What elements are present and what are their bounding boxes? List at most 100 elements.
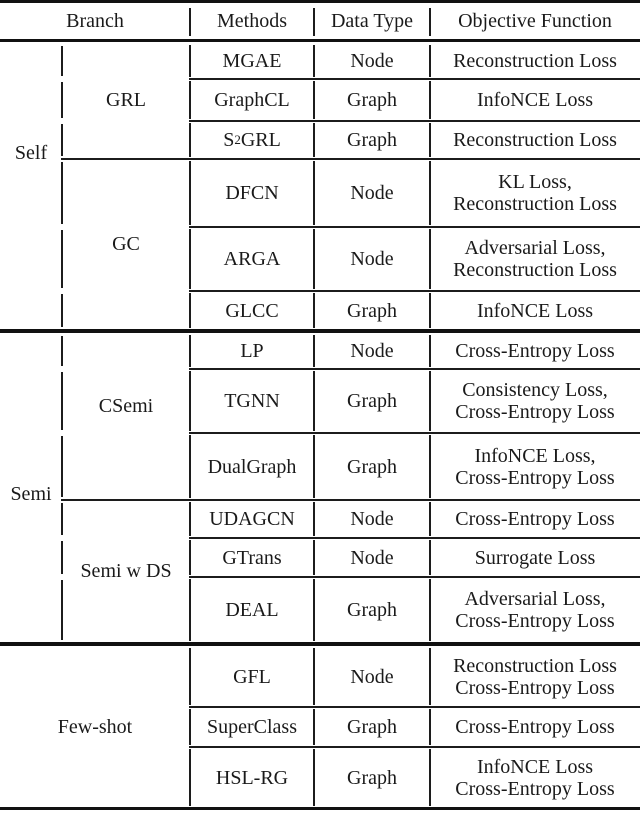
objective-line: Reconstruction Loss	[453, 50, 617, 72]
data-type-cell: Node	[350, 182, 394, 204]
top-rule	[0, 0, 640, 3]
objective-cell: Cross-Entropy Loss	[430, 333, 640, 369]
column-divider	[189, 648, 191, 705]
branch-tick-divider	[61, 336, 63, 366]
subgroup-separator	[61, 158, 640, 160]
branch-tick-divider	[61, 580, 63, 640]
column-divider	[189, 45, 191, 77]
method-cell: TGNN	[224, 390, 280, 412]
method-cell: DEAL	[225, 599, 279, 621]
objective-line: Cross-Entropy Loss	[455, 610, 615, 632]
column-divider	[313, 123, 315, 157]
objective-cell: Reconstruction Loss	[430, 121, 640, 159]
column-divider	[313, 81, 315, 119]
row-separator	[189, 706, 640, 708]
header-column-divider	[313, 8, 315, 36]
objective-line: InfoNCE Loss	[476, 89, 594, 111]
column-divider	[189, 371, 191, 431]
objective-cell: Cross-Entropy Loss	[430, 707, 640, 747]
column-divider	[313, 749, 315, 806]
column-divider	[429, 435, 431, 498]
subgroup-label: GRL	[106, 88, 146, 111]
data-type-cell: Graph	[347, 299, 397, 322]
column-divider	[429, 648, 431, 705]
objective-line: Consistency Loss,	[462, 379, 608, 401]
column-divider	[313, 502, 315, 536]
branch-label: Self	[14, 141, 48, 164]
data-type-cell: Node	[350, 546, 394, 569]
column-divider	[313, 161, 315, 225]
data-type-cell: Graph	[347, 599, 397, 621]
row-separator	[189, 226, 640, 228]
column-divider	[313, 435, 315, 498]
column-divider	[189, 293, 191, 328]
column-divider	[313, 293, 315, 328]
method-cell: HSL-RG	[215, 766, 289, 789]
data-type-cell: Node	[350, 665, 394, 688]
objective-line: Cross-Entropy Loss	[455, 716, 615, 738]
method-cell: UDAGCN	[209, 508, 295, 530]
objective-cell: Cross-Entropy Loss	[430, 500, 640, 538]
column-divider	[429, 229, 431, 289]
objective-cell: Adversarial Loss,Cross-Entropy Loss	[430, 577, 640, 643]
column-divider	[429, 161, 431, 225]
branch-label: Semi	[10, 482, 52, 505]
objective-cell: Consistency Loss,Cross-Entropy Loss	[430, 369, 640, 433]
data-type-cell: Node	[350, 248, 394, 270]
method-cell: GLCC	[225, 299, 279, 322]
data-type-cell: Node	[350, 50, 394, 72]
objective-line: Cross-Entropy Loss	[455, 508, 615, 530]
branch-tick-divider	[61, 82, 63, 118]
data-type-cell: Graph	[347, 716, 397, 738]
section-rule-semi-fewshot	[0, 642, 640, 646]
method-cell: DFCN	[225, 182, 279, 204]
row-separator	[189, 368, 640, 370]
objective-line: InfoNCE Loss	[476, 299, 594, 322]
row-separator	[189, 746, 640, 748]
column-header-branch: Branch	[66, 10, 124, 32]
branch-tick-divider	[61, 162, 63, 224]
row-separator	[189, 290, 640, 292]
objective-line: Cross-Entropy Loss	[455, 777, 615, 800]
column-divider	[189, 161, 191, 225]
column-divider	[189, 229, 191, 289]
column-divider	[189, 502, 191, 536]
column-header-data-type: Data Type	[330, 10, 414, 32]
data-type-cell: Graph	[347, 455, 397, 478]
objective-cell: InfoNCE Loss	[430, 79, 640, 121]
column-divider	[313, 648, 315, 705]
branch-tick-divider	[61, 124, 63, 156]
objective-line: Cross-Entropy Loss	[455, 401, 615, 423]
column-divider	[313, 371, 315, 431]
row-separator	[189, 576, 640, 578]
column-divider	[313, 229, 315, 289]
column-divider	[429, 123, 431, 157]
column-divider	[189, 81, 191, 119]
objective-line: Adversarial Loss,	[464, 237, 606, 259]
objective-line: Cross-Entropy Loss	[455, 466, 615, 489]
method-cell: GTrans	[222, 546, 282, 569]
superscript: 2	[234, 132, 241, 147]
objective-cell: Reconstruction Loss	[430, 43, 640, 79]
bottom-rule	[0, 806, 640, 810]
method-cell: SuperClass	[207, 716, 297, 738]
method-cell: GraphCL	[214, 89, 290, 111]
objective-line: InfoNCE Loss,	[474, 444, 596, 467]
objective-line: InfoNCE Loss	[476, 755, 594, 778]
subgroup-label: Semi w DS	[80, 559, 172, 582]
objective-line: Cross-Entropy Loss	[455, 340, 615, 362]
column-divider	[189, 749, 191, 806]
column-divider	[313, 579, 315, 641]
column-divider	[429, 579, 431, 641]
column-divider	[429, 371, 431, 431]
objective-line: Reconstruction Loss	[453, 654, 617, 677]
column-divider	[313, 45, 315, 77]
column-divider	[429, 293, 431, 328]
branch-tick-divider	[61, 372, 63, 430]
objective-cell: Adversarial Loss,Reconstruction Loss	[430, 227, 640, 291]
header-column-divider	[189, 8, 191, 36]
subgroup-label: GC	[112, 232, 140, 255]
